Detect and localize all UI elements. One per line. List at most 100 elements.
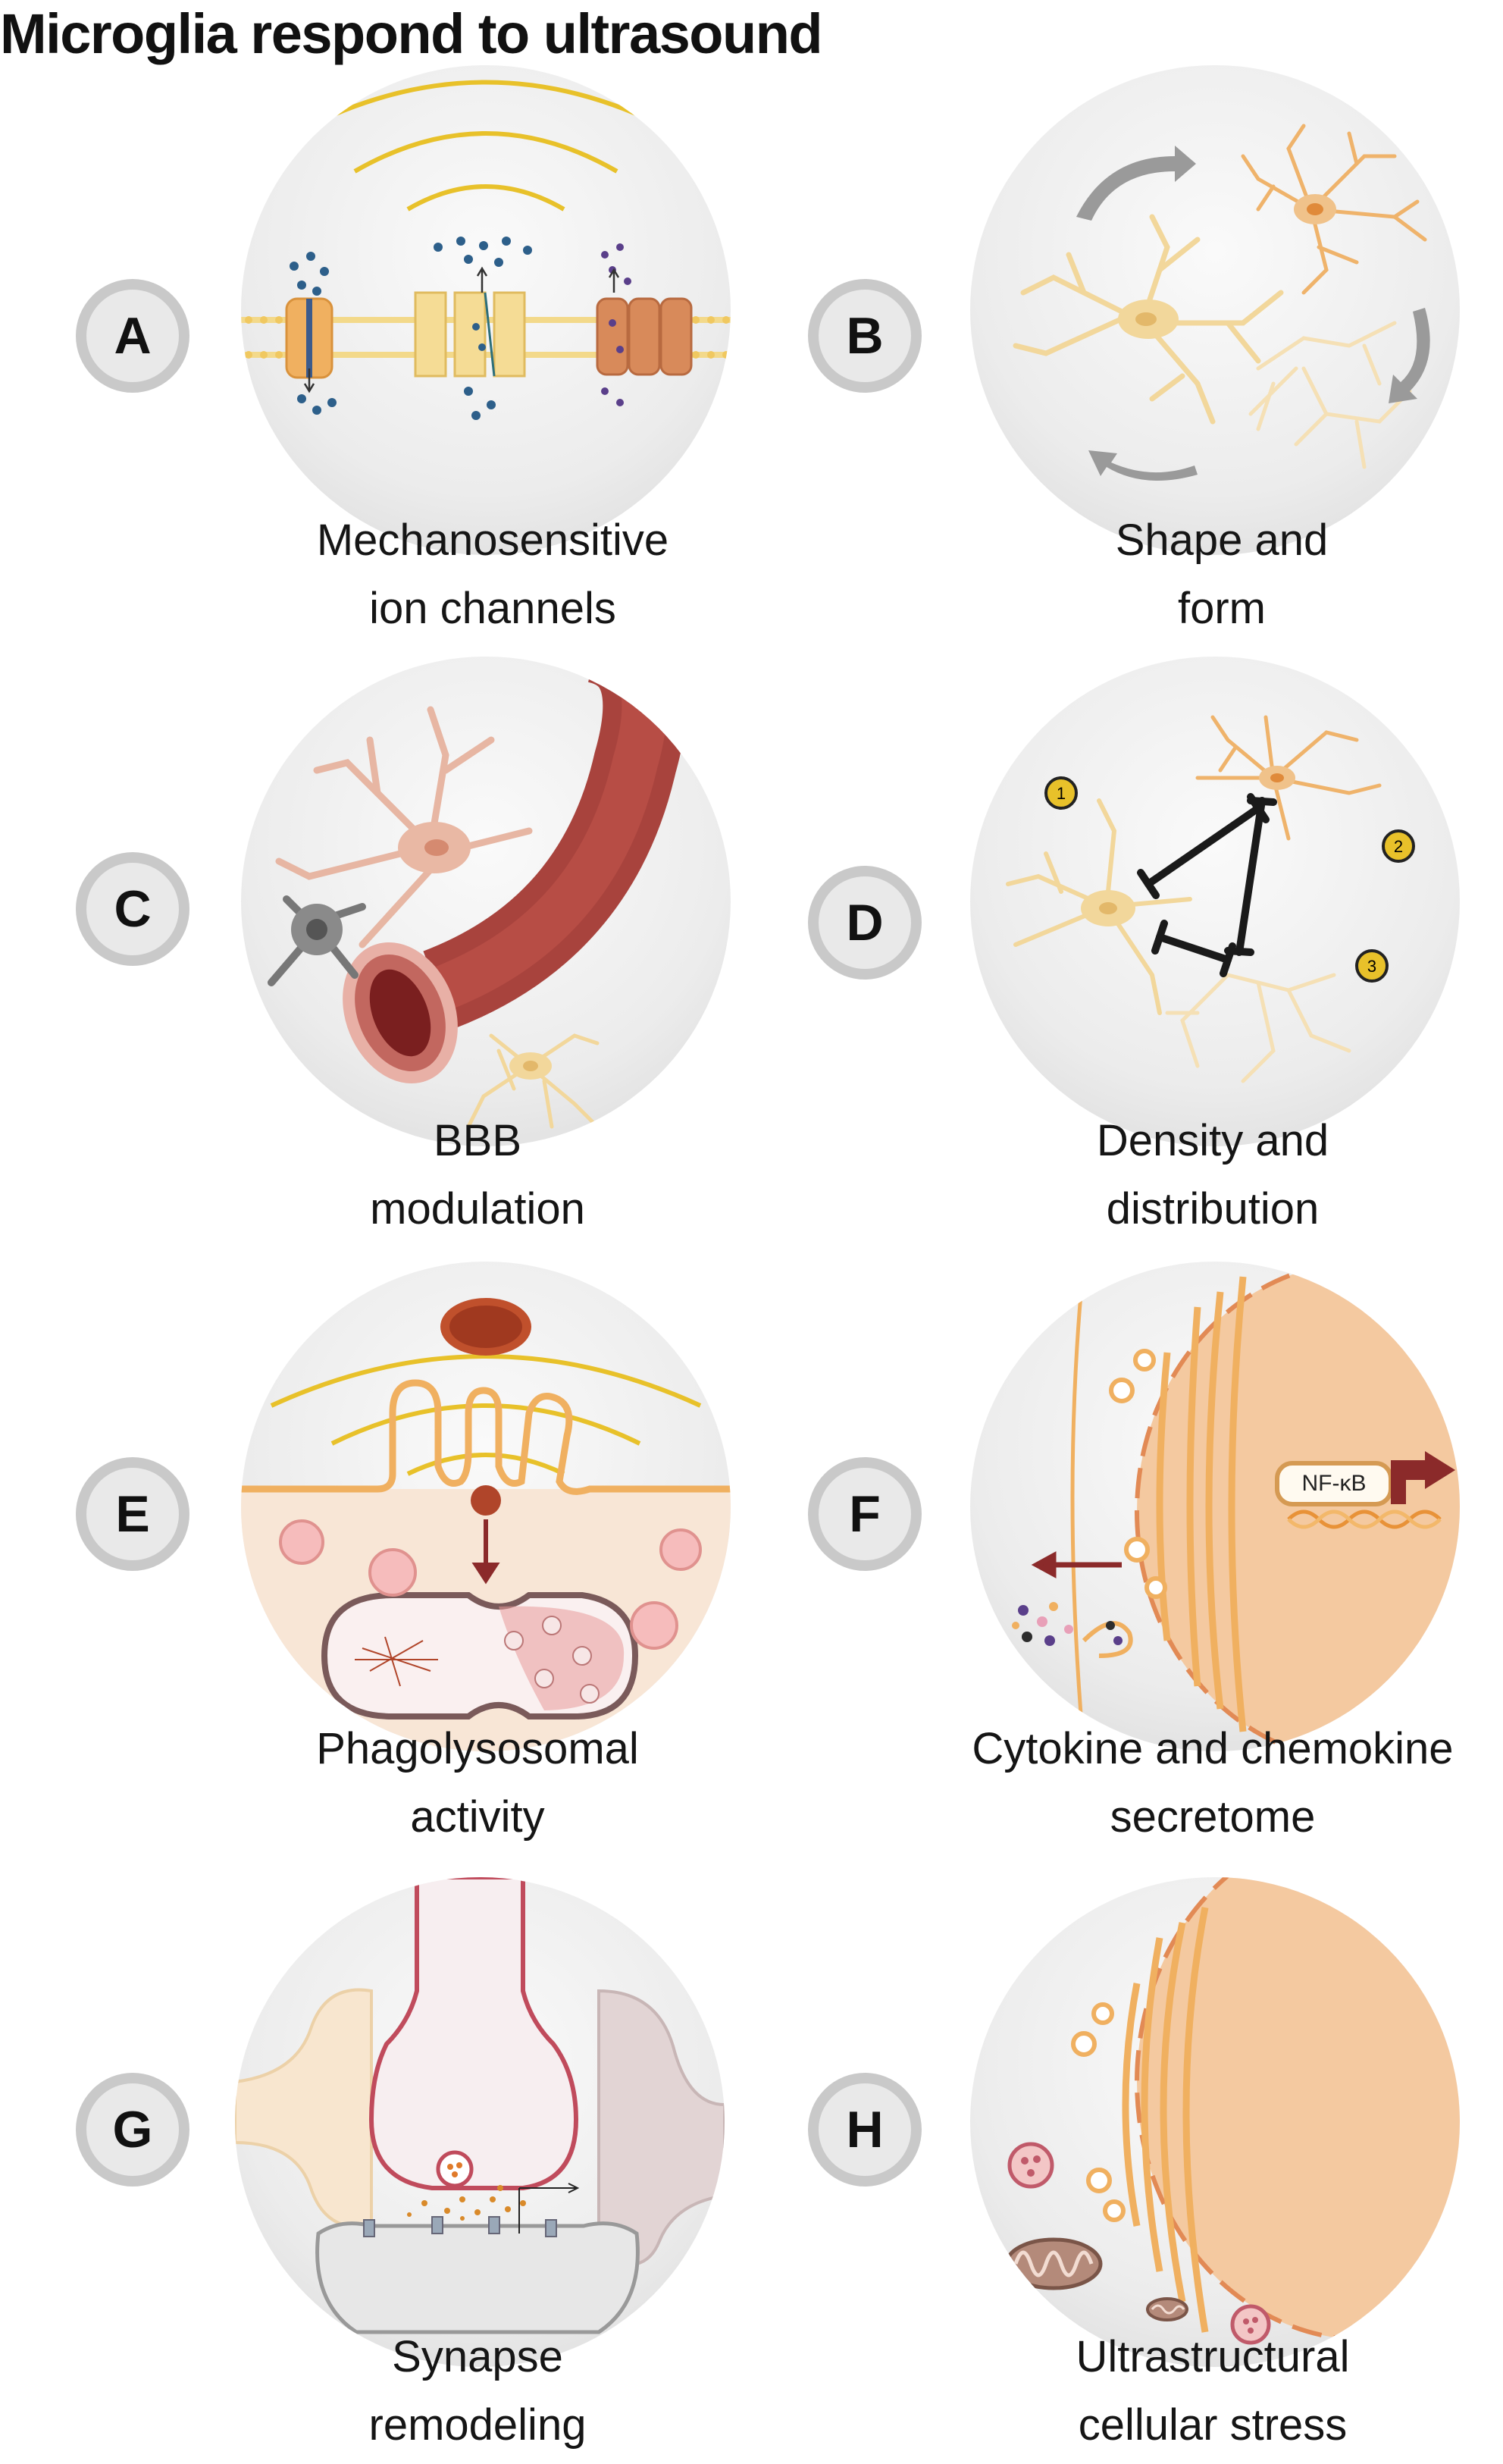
panel-c-label-line1: BBB bbox=[433, 1116, 522, 1165]
exocytosis-pit bbox=[1082, 1621, 1133, 1658]
panel-e-illustration bbox=[241, 1262, 731, 1751]
secretome-svg: NF-κB bbox=[1012, 1262, 1460, 1751]
synaptic-vesicle bbox=[436, 2150, 474, 2188]
panel-b-label-line1: Shape and bbox=[1115, 516, 1329, 565]
microglia-process bbox=[597, 1989, 725, 2267]
panel-b-label: Shape and form bbox=[949, 506, 1495, 643]
ion-channel-yellow bbox=[414, 291, 526, 378]
ultrasound-wave bbox=[270, 1354, 702, 1408]
secretion-arrow bbox=[1031, 1551, 1122, 1578]
panel-a-label-line2: ion channels bbox=[369, 584, 616, 633]
stress-svg bbox=[1004, 1877, 1460, 2345]
region-marker-1: 1 bbox=[1044, 776, 1078, 810]
vesicles bbox=[279, 1519, 702, 1650]
ultrasound-wave bbox=[406, 184, 565, 212]
region-marker-3: 3 bbox=[1355, 949, 1389, 983]
panel-b-badge: B bbox=[808, 279, 922, 393]
panel-f-label-line2: secretome bbox=[1110, 1792, 1316, 1842]
panel-d-label-line2: distribution bbox=[1106, 1184, 1320, 1234]
ion-channel-brown bbox=[596, 297, 693, 376]
ultrasound-wave bbox=[330, 1403, 641, 1446]
ultrasound-wave bbox=[353, 131, 618, 174]
ion-particles-purple bbox=[601, 243, 631, 406]
panel-g-label-line2: remodeling bbox=[368, 2400, 587, 2450]
panel-c-badge: C bbox=[76, 852, 189, 966]
mitochondrion-small bbox=[1146, 2297, 1188, 2321]
transcription-arrow bbox=[1391, 1451, 1455, 1504]
microglia-amoeboid bbox=[1248, 321, 1412, 469]
presynaptic-terminal bbox=[368, 1877, 579, 2190]
panel-d-label: Density and distribution bbox=[940, 1107, 1486, 1243]
ion-channel-svg bbox=[241, 80, 731, 420]
panel-e-label-line1: Phagolysosomal bbox=[316, 1724, 639, 1773]
svg-text:3: 3 bbox=[1367, 957, 1376, 976]
golgi-vesicles bbox=[1109, 1349, 1167, 1599]
cell-membrane bbox=[241, 1379, 731, 1495]
phagocytosis-svg bbox=[241, 1298, 731, 1751]
cytokine-particles bbox=[1012, 1602, 1123, 1646]
internalization-arrow bbox=[471, 1519, 500, 1585]
panel-g-illustration bbox=[235, 1877, 725, 2367]
flux-arrows bbox=[303, 266, 620, 393]
figure-title: Microglia respond to ultrasound bbox=[0, 2, 823, 65]
ultrasound-wave bbox=[300, 80, 672, 132]
panel-f-label-line1: Cytokine and chemokine bbox=[972, 1724, 1454, 1773]
panel-e-label-line2: activity bbox=[410, 1792, 545, 1842]
panel-e-label: Phagolysosomal activity bbox=[205, 1715, 750, 1851]
microglia-activated bbox=[1241, 124, 1427, 295]
panel-c-illustration bbox=[241, 657, 731, 1146]
panel-d-illustration: 1 2 3 bbox=[970, 657, 1460, 1146]
panel-c-label: BBB modulation bbox=[205, 1107, 750, 1243]
er-vesicles bbox=[1071, 2002, 1126, 2222]
panel-b-illustration bbox=[970, 65, 1460, 555]
microglia-shapes-svg bbox=[1013, 124, 1430, 481]
microglia-ramified bbox=[1013, 214, 1284, 425]
panel-f-label: Cytokine and chemokine secretome bbox=[925, 1715, 1501, 1851]
cycle-arrows bbox=[1076, 146, 1430, 481]
panel-c-label-line2: modulation bbox=[370, 1184, 585, 1234]
phagolysosome bbox=[321, 1592, 639, 1719]
panel-e-badge: E bbox=[76, 1457, 189, 1571]
svg-text:2: 2 bbox=[1394, 837, 1403, 856]
nucleus bbox=[1135, 1877, 1460, 2342]
panel-d-badge: D bbox=[808, 866, 922, 980]
postsynaptic-terminal bbox=[315, 2221, 640, 2334]
microglia-bottom bbox=[1165, 973, 1351, 1083]
synapse-svg bbox=[235, 1877, 725, 2334]
cell-membrane bbox=[1070, 1262, 1086, 1751]
panel-f-badge: F bbox=[808, 1457, 922, 1571]
panel-b-label-line2: form bbox=[1178, 584, 1266, 633]
panel-d-label-line1: Density and bbox=[1096, 1116, 1329, 1165]
endoplasmic-reticulum bbox=[1156, 1276, 1247, 1732]
mitochondrion bbox=[1004, 2237, 1103, 2290]
panel-h-badge: H bbox=[808, 2073, 922, 2187]
microglia-top bbox=[1195, 715, 1382, 841]
panel-f-illustration: NF-κB bbox=[970, 1262, 1460, 1751]
distance-bars bbox=[1137, 793, 1277, 977]
panel-a-badge: A bbox=[76, 279, 189, 393]
panel-h-illustration bbox=[970, 1877, 1460, 2367]
nfkb-label: NF-κB bbox=[1302, 1471, 1367, 1496]
endoplasmic-reticulum bbox=[1122, 1907, 1209, 2333]
dna-strand bbox=[1287, 1509, 1442, 1529]
lysosome-small bbox=[1230, 2304, 1271, 2345]
ion-particles bbox=[290, 237, 532, 420]
ultrasound-wave bbox=[406, 1453, 565, 1476]
region-marker-2: 2 bbox=[1382, 829, 1415, 863]
lysosome bbox=[1007, 2142, 1054, 2189]
panel-g-label-line1: Synapse bbox=[392, 2332, 563, 2381]
astrocyte-process bbox=[235, 1988, 373, 2229]
panel-g-label: Synapse remodeling bbox=[205, 2323, 750, 2459]
ion-channel-orange bbox=[285, 297, 333, 379]
bbb-svg bbox=[268, 657, 687, 1129]
svg-text:1: 1 bbox=[1057, 784, 1066, 803]
engulfed-aggregate bbox=[471, 1485, 501, 1516]
panel-h-label-line1: Ultrastructural bbox=[1076, 2332, 1350, 2381]
density-svg: 1 2 3 bbox=[1006, 715, 1415, 1083]
panel-a-illustration bbox=[241, 65, 731, 555]
release-arrow bbox=[518, 2183, 580, 2234]
panel-g-badge: G bbox=[76, 2073, 189, 2187]
panel-h-label: Ultrastructural cellular stress bbox=[940, 2323, 1486, 2459]
neurotransmitters bbox=[407, 2185, 526, 2221]
nucleus bbox=[1135, 1262, 1460, 1751]
